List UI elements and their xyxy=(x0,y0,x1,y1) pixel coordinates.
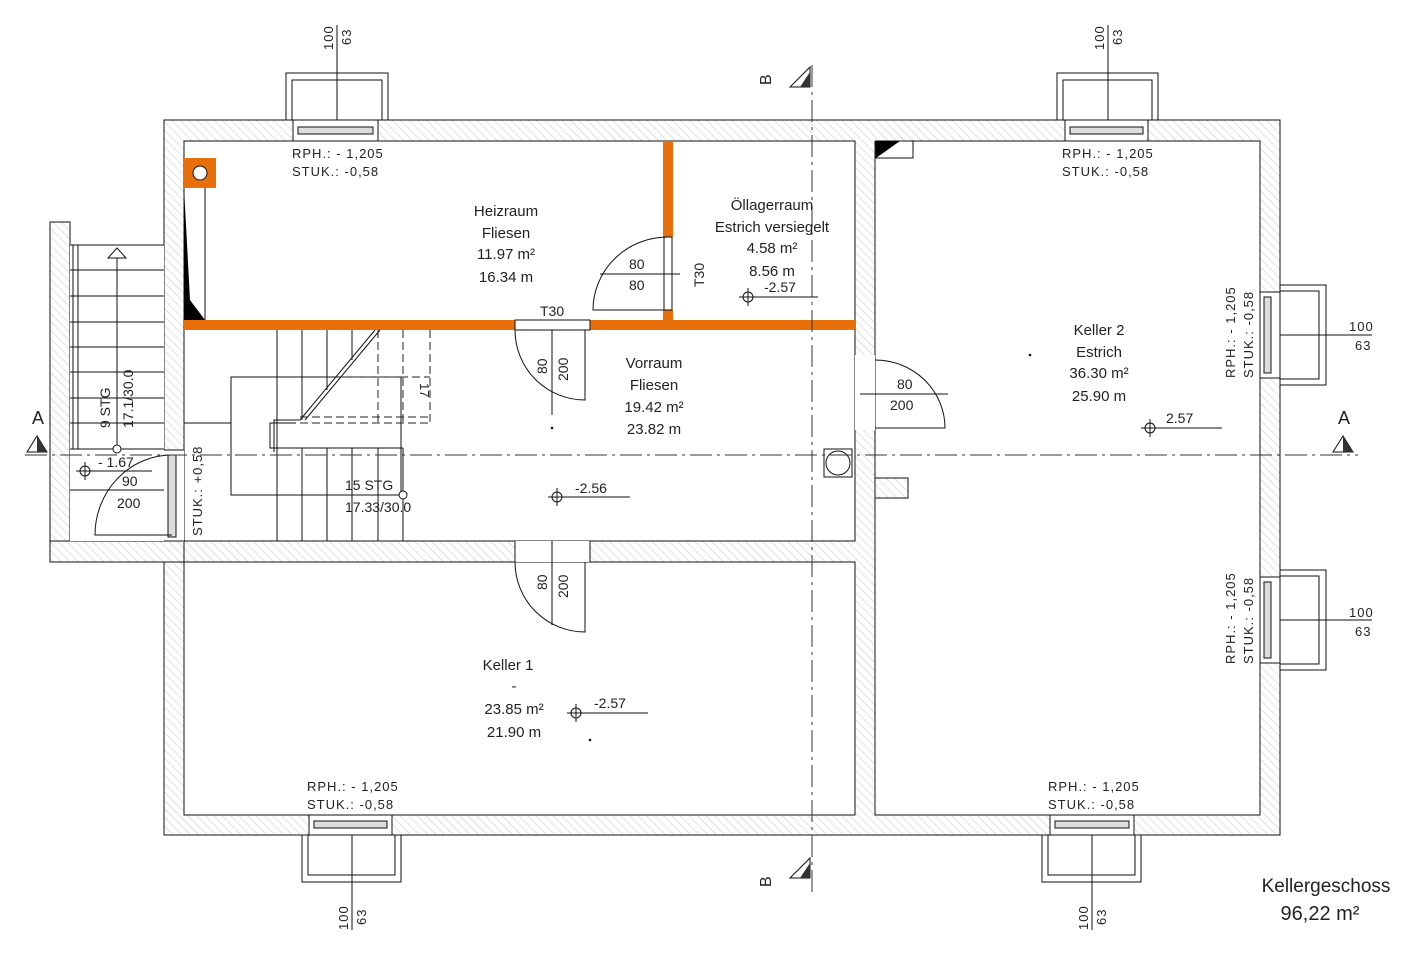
section-lines: B B A A xyxy=(25,65,1358,892)
section-a-left: A xyxy=(32,408,44,428)
room-floor: - xyxy=(512,678,517,695)
door-vorraum-width: 80 xyxy=(534,358,550,374)
room-floor: Fliesen xyxy=(630,377,678,394)
lightwell-width: 100 xyxy=(1092,25,1107,50)
room-heizraum: Heizraum Fliesen 11.97 m² 16.34 m xyxy=(474,203,538,286)
door-keller1-width: 80 xyxy=(534,574,550,590)
lightwell-depth: 63 xyxy=(1355,338,1371,353)
room-name: Öllagerraum xyxy=(731,196,814,214)
windows xyxy=(292,119,1281,836)
window-rph: RPH.: - 1,205 xyxy=(307,779,399,794)
room-area: 36.30 m² xyxy=(1069,365,1128,382)
level-marker-icon xyxy=(548,488,630,506)
window-stuk: STUK.: -0,58 xyxy=(1241,291,1256,378)
window-rph: RPH.: - 1,205 xyxy=(292,146,384,161)
door-entrance-height: 200 xyxy=(117,495,141,511)
room-perimeter: 23.82 m xyxy=(627,421,681,438)
lightwell-depth: 63 xyxy=(1110,29,1125,45)
door-vorraum-height: 200 xyxy=(555,357,571,381)
room-perimeter: 25.90 m xyxy=(1072,388,1126,405)
lightwell-width: 100 xyxy=(1349,605,1374,620)
doors: 80 80 T30 T30 80 200 80 200 80 200 90 20… xyxy=(94,236,948,633)
floor-drain-icon xyxy=(825,450,851,476)
door-vorraum-rating: T30 xyxy=(540,303,564,319)
room-name: Keller 2 xyxy=(1074,322,1125,339)
window-stuk: STUK.: -0,58 xyxy=(292,164,379,179)
room-floor: Estrich versiegelt xyxy=(715,219,830,236)
room-vorraum: Vorraum Fliesen 19.42 m² 23.82 m xyxy=(550,355,684,438)
plan-total-area: 96,22 m² xyxy=(1281,903,1360,925)
window-stuk: STUK.: -0,58 xyxy=(1241,577,1256,664)
lightwell-width: 100 xyxy=(321,25,336,50)
door-heizraum-rating: T30 xyxy=(691,263,707,287)
inner-stair-ratio: 17.33/30.0 xyxy=(345,499,411,515)
level-marker-icon xyxy=(76,462,152,480)
level-marker-icon xyxy=(1141,419,1222,437)
level-vorraum: -2.56 xyxy=(575,480,607,496)
room-oellagerraum: Öllagerraum Estrich versiegelt 4.58 m² 8… xyxy=(715,196,830,280)
room-name: Vorraum xyxy=(626,355,683,372)
lightwell-width: 100 xyxy=(1349,319,1374,334)
room-area: 4.58 m² xyxy=(747,240,798,257)
floor-drain xyxy=(823,448,853,478)
lightwell-depth: 63 xyxy=(354,909,369,925)
room-keller-2: Keller 2 Estrich 36.30 m² 25.90 m xyxy=(1028,322,1129,405)
outer-stair-ratio: 17.1/30.0 xyxy=(120,369,136,428)
room-floor: Fliesen xyxy=(482,225,530,242)
level-marker-icon xyxy=(567,704,648,722)
door-keller2-height: 200 xyxy=(890,397,914,413)
room-perimeter: 16.34 m xyxy=(479,269,533,286)
section-a-right: A xyxy=(1338,408,1350,428)
lightwell-depth: 63 xyxy=(1094,909,1109,925)
lightwell-width: 100 xyxy=(1076,905,1091,930)
lightwell-width: 100 xyxy=(336,905,351,930)
entrance-stuk-level: STUK.: +0,58 xyxy=(190,446,205,536)
lightwell-depth: 63 xyxy=(1355,624,1371,639)
level-keller1: -2.57 xyxy=(594,695,626,711)
walls xyxy=(49,119,1281,836)
plan-title: Kellergeschoss xyxy=(1262,876,1391,897)
window-stuk: STUK.: -0,58 xyxy=(1062,164,1149,179)
lightwell-depth: 63 xyxy=(339,29,354,45)
room-keller-1: Keller 1 - 23.85 m² 21.90 m xyxy=(483,657,592,742)
new-walls xyxy=(184,140,914,330)
outer-stair: 9 STG 17.1/30.0 xyxy=(70,245,164,491)
level-keller2: 2.57 xyxy=(1166,410,1193,426)
window-rph: RPH.: - 1,205 xyxy=(1048,779,1140,794)
window-labels: RPH.: - 1,205 STUK.: -0,58 RPH.: - 1,205… xyxy=(292,146,1256,812)
room-name: Keller 1 xyxy=(483,657,534,674)
window-stuk: STUK.: -0,58 xyxy=(307,797,394,812)
inner-stair-arrow-number: 17 xyxy=(417,383,432,397)
door-heizraum-width: 80 xyxy=(629,256,645,272)
level-oellager: -2.57 xyxy=(764,279,796,295)
light-wells xyxy=(285,25,1372,930)
room-floor: Estrich xyxy=(1076,344,1122,361)
room-perimeter: 21.90 m xyxy=(487,724,541,741)
section-b-bottom: B xyxy=(758,876,775,887)
window-stuk: STUK.: -0,58 xyxy=(1048,797,1135,812)
light-well-labels: 100 63 100 63 100 63 100 63 100 63 100 6… xyxy=(321,25,1374,930)
room-area: 23.85 m² xyxy=(484,701,543,718)
door-entrance-width: 90 xyxy=(122,473,138,489)
level-entrance: - 1.67 xyxy=(98,454,134,470)
outer-stair-steps: 9 STG xyxy=(97,388,113,428)
door-heizraum-height: 80 xyxy=(629,277,645,293)
door-keller1-height: 200 xyxy=(555,574,571,598)
door-keller2-width: 80 xyxy=(897,376,913,392)
level-marker-icon xyxy=(739,288,818,306)
inner-stair: 17 15 STG 17.33/30.0 xyxy=(184,329,432,541)
room-area: 19.42 m² xyxy=(624,399,683,416)
room-area: 11.97 m² xyxy=(477,246,535,263)
entrance-door-glass xyxy=(167,454,177,538)
window-rph: RPH.: - 1,205 xyxy=(1062,146,1154,161)
room-name: Heizraum xyxy=(474,203,538,220)
window-rph: RPH.: - 1,205 xyxy=(1223,286,1238,378)
level-markers xyxy=(76,288,1222,722)
window-rph: RPH.: - 1,205 xyxy=(1223,572,1238,664)
section-b-top: B xyxy=(758,74,775,85)
room-perimeter: 8.56 m xyxy=(749,263,795,280)
inner-stair-steps: 15 STG xyxy=(345,477,393,493)
chimney-flue-icon xyxy=(192,165,208,181)
